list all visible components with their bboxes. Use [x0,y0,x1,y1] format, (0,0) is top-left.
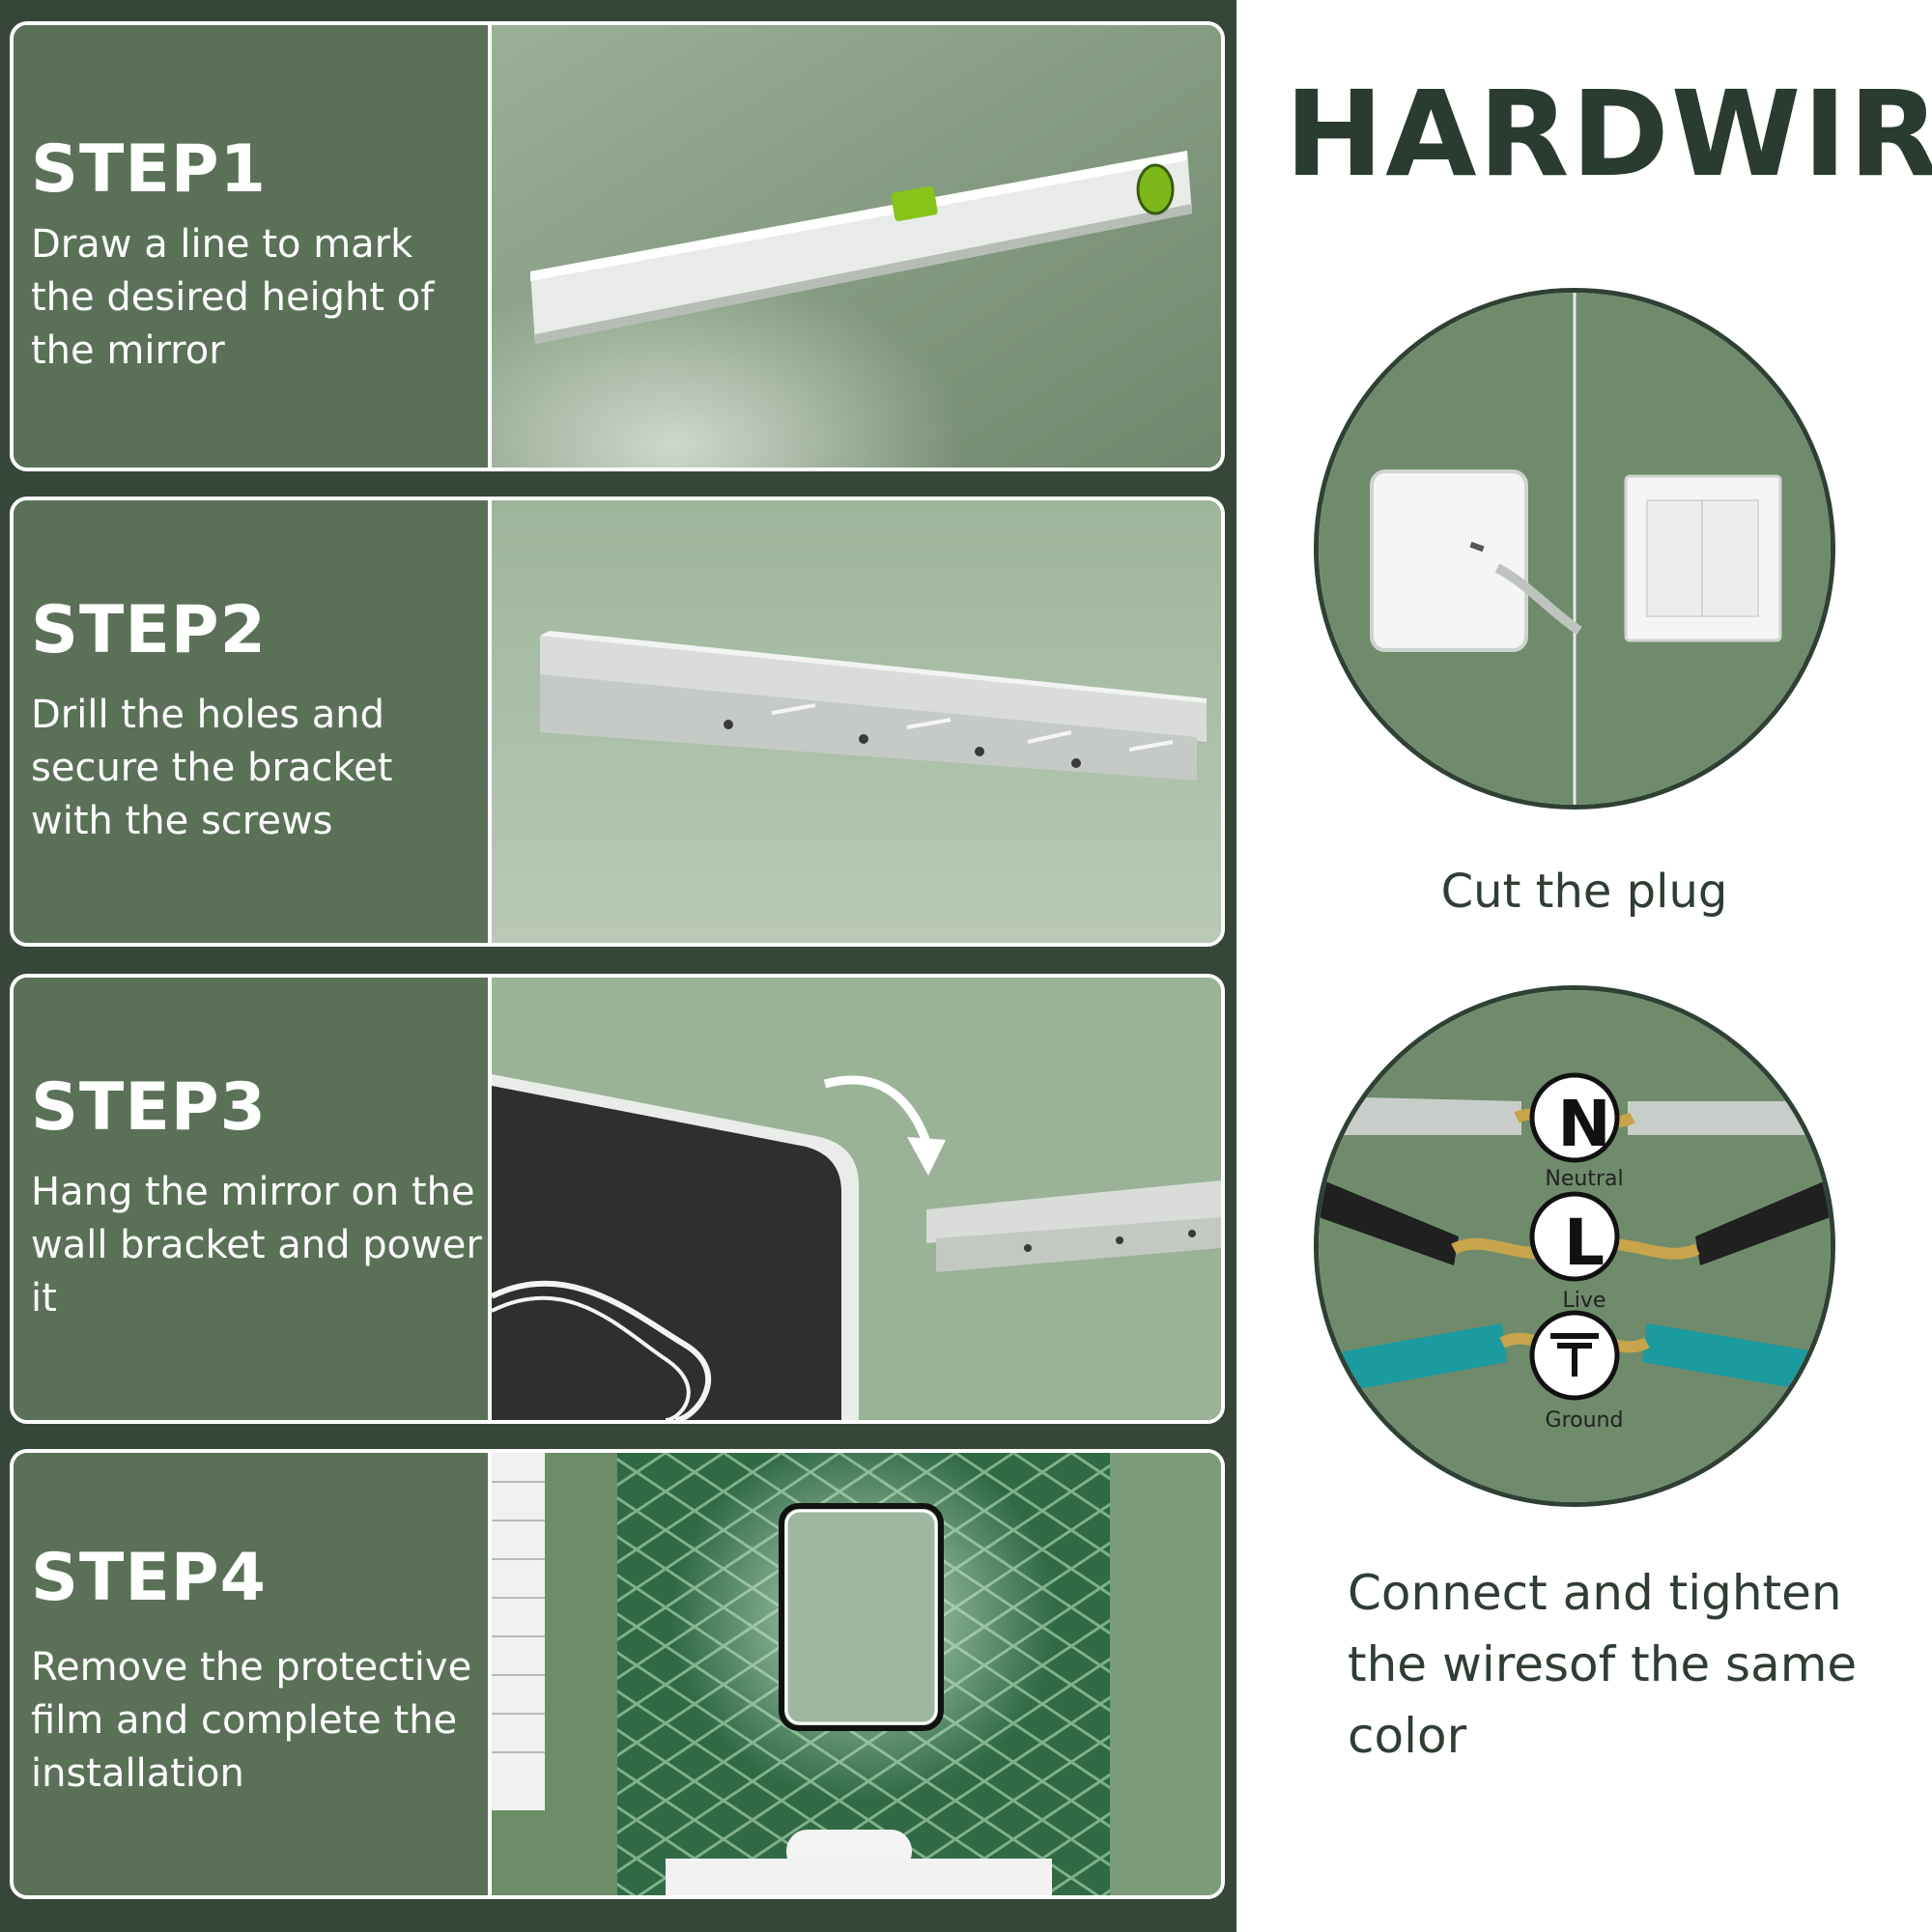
wall-bracket [540,674,1197,781]
step-4-image [492,1453,1221,1895]
ground-label: Ground [1545,1408,1624,1433]
steps-column: STEP1 Draw a line to mark the desired he… [0,0,1236,1932]
ground-wire-right [1642,1323,1821,1391]
live-badge [1529,1191,1620,1282]
step-3-text-panel: STEP3 Hang the mirror on the wall bracke… [14,978,492,1420]
screw-hole-icon [975,747,984,756]
step-3-card: STEP3 Hang the mirror on the wall bracke… [10,974,1225,1424]
step-4-card: STEP4 Remove the protective film and com… [10,1449,1225,1899]
mirror-glass [492,1086,841,1420]
step-3-title: STEP3 [31,1069,267,1146]
step-4-text-panel: STEP4 Remove the protective film and com… [14,1453,492,1895]
level-vial-icon [1136,163,1175,215]
step-2-text-panel: STEP2 Drill the holes and secure the bra… [14,500,492,943]
step-4-title: STEP4 [31,1540,267,1616]
level-bubble-icon [891,185,938,221]
hardwire-title: HARDWIRE [1285,66,1932,203]
hardwire-panel: HARDWIRE Cut the plug [1236,0,1932,1932]
wire-connection-illustration [1319,990,1831,1502]
neutral-wire-left [1319,1096,1521,1135]
screw-icon [771,703,816,715]
cut-plug-circle [1314,288,1835,810]
screw-hole-icon [859,734,868,744]
step-1-text-panel: STEP1 Draw a line to mark the desired he… [14,25,492,468]
junction-box-switch-illustration [1319,293,1831,805]
neutral-wire-right [1628,1101,1831,1135]
led-mirror [779,1503,944,1731]
vanity [666,1859,1052,1895]
ground-wire-left [1338,1323,1507,1391]
spirit-level-illustration [492,25,1221,468]
caption-connect-wires: Connect and tighten the wiresof the same… [1348,1565,1858,1764]
cable [1494,563,1582,636]
step-1-description: Draw a line to mark the desired height o… [31,222,435,373]
step-1-title: STEP1 [31,131,267,208]
step-2-description: Drill the holes and secure the bracket w… [31,693,393,843]
step-3-image [492,978,1221,1420]
step-1-image [492,25,1221,468]
live-wire-left [1319,1179,1459,1265]
level-body [530,151,1192,344]
caption-cut-plug: Cut the plug [1440,865,1728,919]
wall-bracket [926,1180,1221,1243]
screw-hole-icon [724,720,733,729]
ground-icon [1550,1333,1599,1377]
bathroom-illustration [492,1453,1221,1895]
step-3-description: Hang the mirror on the wall bracket and … [31,1170,482,1321]
step-2-card: STEP2 Drill the holes and secure the bra… [10,497,1225,947]
connect-wires-circle [1314,985,1835,1507]
step-1-card: STEP1 Draw a line to mark the desired he… [10,21,1225,471]
screw-hole-icon [1071,758,1081,768]
neutral-letter-text: N [1557,1087,1611,1161]
power-cable [492,1280,712,1420]
arrow-down-icon [823,1075,931,1144]
hang-mirror-illustration [492,978,1221,1420]
live-label: Live [1562,1289,1606,1313]
screw-icon [1128,740,1174,752]
bracket-illustration [492,500,1221,943]
screw-icon [1027,730,1072,744]
live-wire-right [1695,1179,1831,1265]
screw-icon [906,718,952,729]
neutral-label: Neutral [1545,1167,1624,1191]
junction-box [1370,469,1528,652]
step-2-title: STEP2 [31,592,267,668]
step-4-description: Remove the protective film and complete … [31,1645,472,1796]
step-2-image [492,500,1221,943]
window-blind [492,1453,545,1810]
neutral-badge [1529,1072,1620,1163]
live-letter-text: L [1563,1206,1605,1280]
